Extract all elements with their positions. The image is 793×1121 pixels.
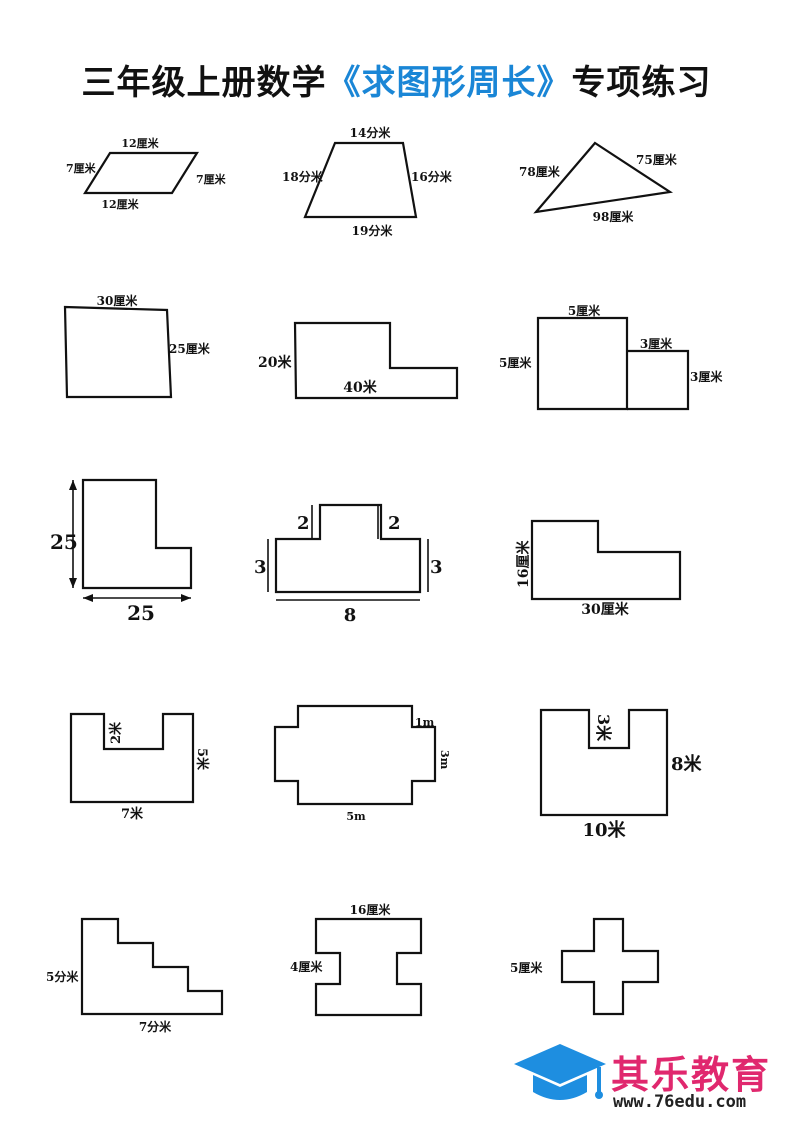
i-beam-top-label: 16厘米 — [350, 902, 392, 917]
parallelogram-top-label: 12厘米 — [121, 136, 159, 150]
brand-watermark: 其乐教育 www.76edu.com — [513, 1042, 788, 1117]
two-squares-small-top-label: 3厘米 — [640, 336, 673, 351]
t-shape-bottom-label: 8 — [344, 605, 357, 626]
t-shape-left-small-label: 2 — [297, 513, 310, 534]
u-shape-a-figure: 2米 5米 7米 — [69, 712, 210, 822]
l-shape-a-figure: 20米 40米 — [258, 321, 459, 400]
l-shape-c-figure: 16厘米 30厘米 — [515, 519, 682, 618]
large-square-shape — [536, 316, 629, 411]
cross-rect-bottom-label: 5m — [346, 810, 366, 823]
plus-left-label: 5厘米 — [510, 960, 543, 975]
trapezoid-shape — [303, 141, 418, 219]
dimension-arrow-icon — [181, 594, 191, 602]
trapezoid-top-label: 14分米 — [350, 125, 392, 140]
t-shape-shape — [274, 503, 422, 594]
two-squares-left-label: 5厘米 — [499, 355, 532, 370]
dimension-arrow-icon — [69, 480, 77, 490]
staircase-shape — [80, 917, 224, 1016]
i-beam-figure: 16厘米 4厘米 — [290, 902, 423, 1017]
t-shape-right-label: 3 — [430, 557, 443, 578]
cross-rect-figure: 1m 3m 5m — [273, 704, 451, 823]
triangle-left-label: 78厘米 — [519, 164, 561, 179]
l-shape-c-shape — [530, 519, 682, 601]
page-title: 三年级上册数学《求图形周长》专项练习 — [0, 55, 793, 104]
brand-url: www.76edu.com — [613, 1092, 747, 1112]
i-beam-left-label: 4厘米 — [290, 959, 323, 974]
l-shape-b-width-label: 25 — [127, 601, 155, 625]
rectangle-top-label: 30厘米 — [97, 293, 139, 308]
l-shape-c-bottom-label: 30厘米 — [581, 601, 629, 618]
trapezoid-right-label: 16分米 — [411, 169, 453, 184]
triangle-right-label: 75厘米 — [636, 152, 678, 167]
staircase-bottom-label: 7分米 — [139, 1019, 172, 1034]
l-shape-a-shape — [293, 321, 459, 400]
trapezoid-figure: 14分米 18分米 16分米 19分米 — [282, 125, 453, 238]
u-shape-b-right-label: 8米 — [671, 753, 703, 775]
rectangle-shape — [63, 305, 173, 399]
l-shape-b-figure: 25 25 — [50, 478, 193, 625]
t-shape-right-small-label: 2 — [388, 513, 401, 534]
i-beam-shape — [314, 917, 423, 1017]
l-shape-c-left-label: 16厘米 — [515, 540, 532, 588]
staircase-left-label: 5分米 — [46, 969, 79, 984]
u-shape-b-figure: 3米 8米 10米 — [539, 708, 703, 841]
u-shape-a-bottom-label: 7米 — [121, 806, 144, 822]
cross-rect-shape — [273, 704, 437, 806]
parallelogram-left-label: 7厘米 — [66, 161, 97, 175]
title-prefix: 三年级上册数学 — [81, 63, 327, 103]
parallelogram-shape — [83, 151, 199, 195]
plus-shape — [560, 917, 660, 1016]
plus-figure: 5厘米 — [510, 917, 660, 1016]
u-shape-b-bottom-label: 10米 — [582, 819, 626, 841]
t-shape-figure: 2 2 3 3 8 — [254, 503, 443, 626]
trapezoid-left-label: 18分米 — [282, 169, 324, 184]
title-highlight: 《求图形周长》 — [326, 63, 572, 103]
parallelogram-figure: 12厘米 7厘米 7厘米 12厘米 — [66, 136, 227, 211]
two-squares-top-label: 5厘米 — [568, 303, 601, 318]
l-shape-a-bottom-label: 40米 — [343, 379, 377, 396]
triangle-figure: 78厘米 75厘米 98厘米 — [519, 141, 678, 224]
l-shape-b-height-label: 25 — [50, 530, 78, 554]
l-shape-b-shape — [81, 478, 193, 590]
u-shape-a-shape — [69, 712, 195, 804]
parallelogram-bottom-label: 12厘米 — [101, 197, 139, 211]
small-square-shape — [627, 349, 690, 411]
brand-name: 其乐教育 — [611, 1053, 772, 1097]
staircase-figure: 5分米 7分米 — [46, 917, 224, 1034]
title-suffix: 专项练习 — [571, 63, 712, 103]
cross-rect-right-label: 3m — [438, 750, 451, 770]
two-squares-small-right-label: 3厘米 — [690, 369, 723, 384]
graduation-cap-icon — [514, 1044, 606, 1100]
rectangle-figure: 30厘米 25厘米 — [63, 293, 211, 399]
t-shape-left-label: 3 — [254, 557, 267, 578]
u-shape-b-notch-label: 3米 — [594, 714, 613, 742]
cross-rect-corner-label: 1m — [415, 716, 435, 729]
dimension-arrow-icon — [69, 578, 77, 588]
u-shape-b-shape — [539, 708, 669, 817]
two-squares-figure: 5厘米 5厘米 3厘米 3厘米 — [499, 303, 723, 411]
rectangle-right-label: 25厘米 — [169, 341, 211, 356]
triangle-bottom-label: 98厘米 — [593, 209, 635, 224]
triangle-shape — [533, 141, 674, 214]
dimension-arrow-icon — [83, 594, 93, 602]
trapezoid-bottom-label: 19分米 — [352, 223, 394, 238]
u-shape-a-notch-label: 2米 — [108, 721, 124, 744]
parallelogram-right-label: 7厘米 — [196, 172, 227, 186]
u-shape-a-right-label: 5米 — [194, 748, 210, 771]
l-shape-a-left-label: 20米 — [258, 354, 292, 371]
